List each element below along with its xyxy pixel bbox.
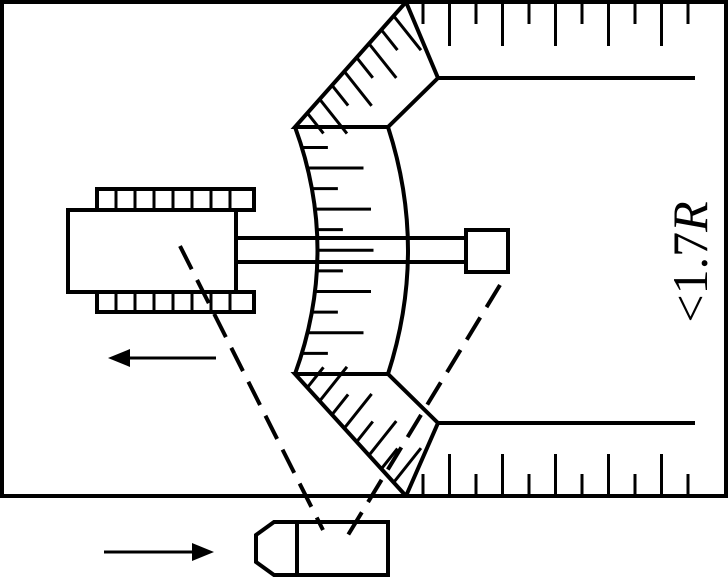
lower-ramp-tick xyxy=(380,447,399,470)
upper-ramp-tick xyxy=(367,42,398,79)
ship-motion-arrow-head xyxy=(192,543,214,561)
crane-hook-block xyxy=(464,228,510,274)
lower-ramp-tick xyxy=(343,392,373,430)
upper-track xyxy=(95,187,256,212)
label-symbol: < xyxy=(662,294,718,323)
upper-ramp-tick xyxy=(306,112,325,135)
reach-limit-label: <1.7R xyxy=(662,201,718,323)
upper-ramp-tick xyxy=(355,56,374,79)
lower-ramp-section xyxy=(290,372,440,498)
upper-ramp-tick xyxy=(343,70,373,107)
quay-boundary xyxy=(0,0,728,498)
lower-ramp-tick xyxy=(355,420,374,443)
upper-ramp-tick xyxy=(330,84,350,107)
ship xyxy=(254,520,390,577)
lower-ramp-tick xyxy=(306,366,325,389)
lower-ramp-tick xyxy=(330,393,350,416)
lower-ramp-tick xyxy=(318,365,349,403)
lower-ramp-tick xyxy=(367,420,398,457)
upper-ramp-tick xyxy=(318,98,349,135)
upper-ramp-tick xyxy=(392,14,423,52)
upper-ramp-tick xyxy=(380,28,399,51)
curved-outer-edge xyxy=(386,126,410,375)
scale-ticks xyxy=(114,2,690,496)
lower-ramp-tick xyxy=(392,447,423,484)
lower-track xyxy=(95,290,256,314)
crane-motion-arrow-head xyxy=(108,349,130,367)
label-number: 1.7 xyxy=(662,231,718,295)
label-variable: R xyxy=(662,201,718,232)
curved-inner-edge xyxy=(293,126,320,375)
upper-ramp-section xyxy=(290,0,440,129)
reach-line-hook-to-ship xyxy=(343,283,502,542)
reach-line-crane-to-ship xyxy=(178,245,325,531)
crane-body xyxy=(66,208,238,294)
